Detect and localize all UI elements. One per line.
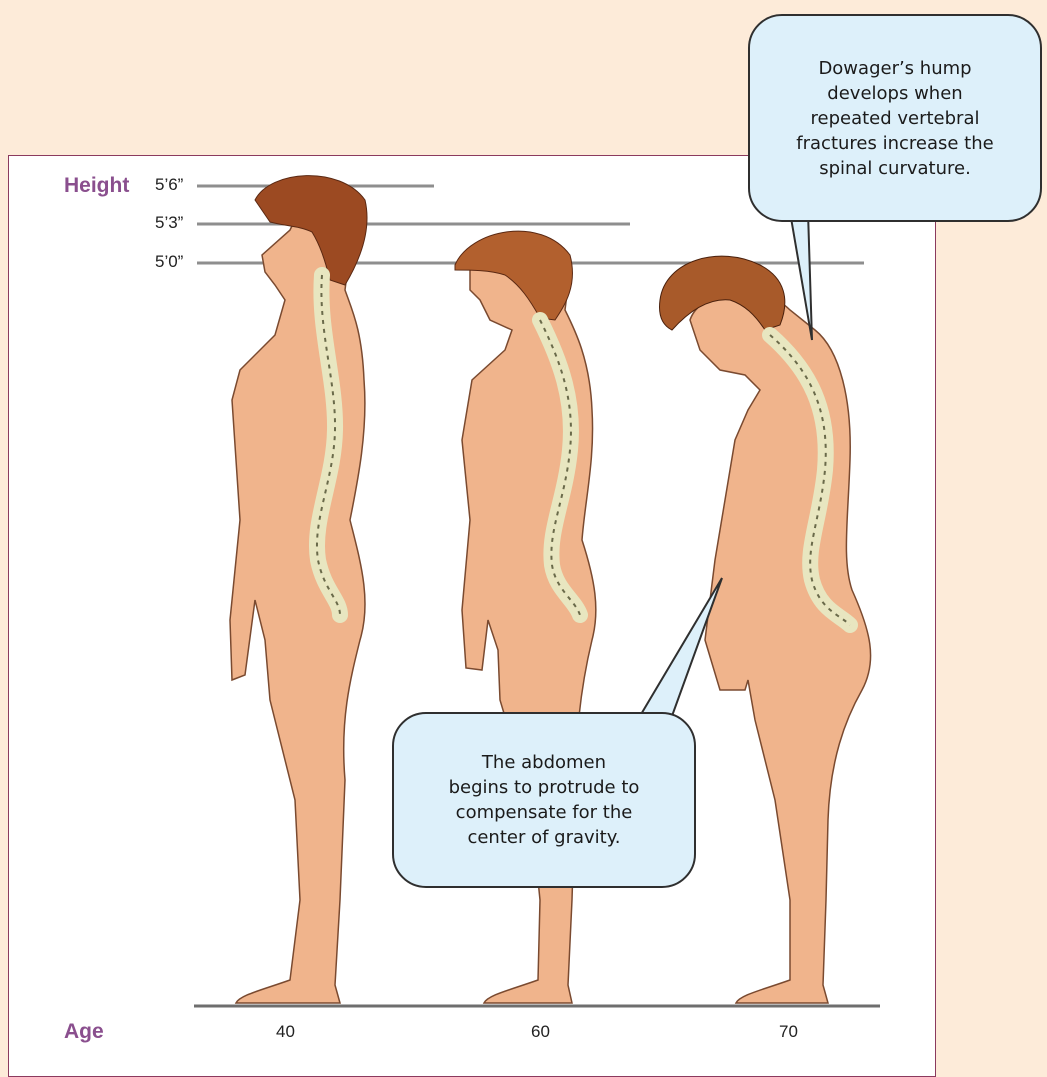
age-tick-70: 70 <box>779 1022 798 1042</box>
height-axis-label: Height <box>64 174 129 198</box>
age-tick-60: 60 <box>531 1022 550 1042</box>
height-tick-5-3: 5’3” <box>155 213 183 233</box>
height-tick-5-0: 5’0” <box>155 252 183 272</box>
age-tick-40: 40 <box>276 1022 295 1042</box>
body-age-60 <box>462 244 596 1003</box>
body-age-70 <box>690 292 871 1003</box>
figure-age-40 <box>230 176 367 1003</box>
height-tick-5-6: 5’6” <box>155 175 183 195</box>
dowager-hump-callout: Dowager’s hump develops when repeated ve… <box>748 14 1042 222</box>
abdomen-callout: The abdomen begins to protrude to compen… <box>392 712 696 888</box>
age-axis-label: Age <box>64 1020 104 1044</box>
